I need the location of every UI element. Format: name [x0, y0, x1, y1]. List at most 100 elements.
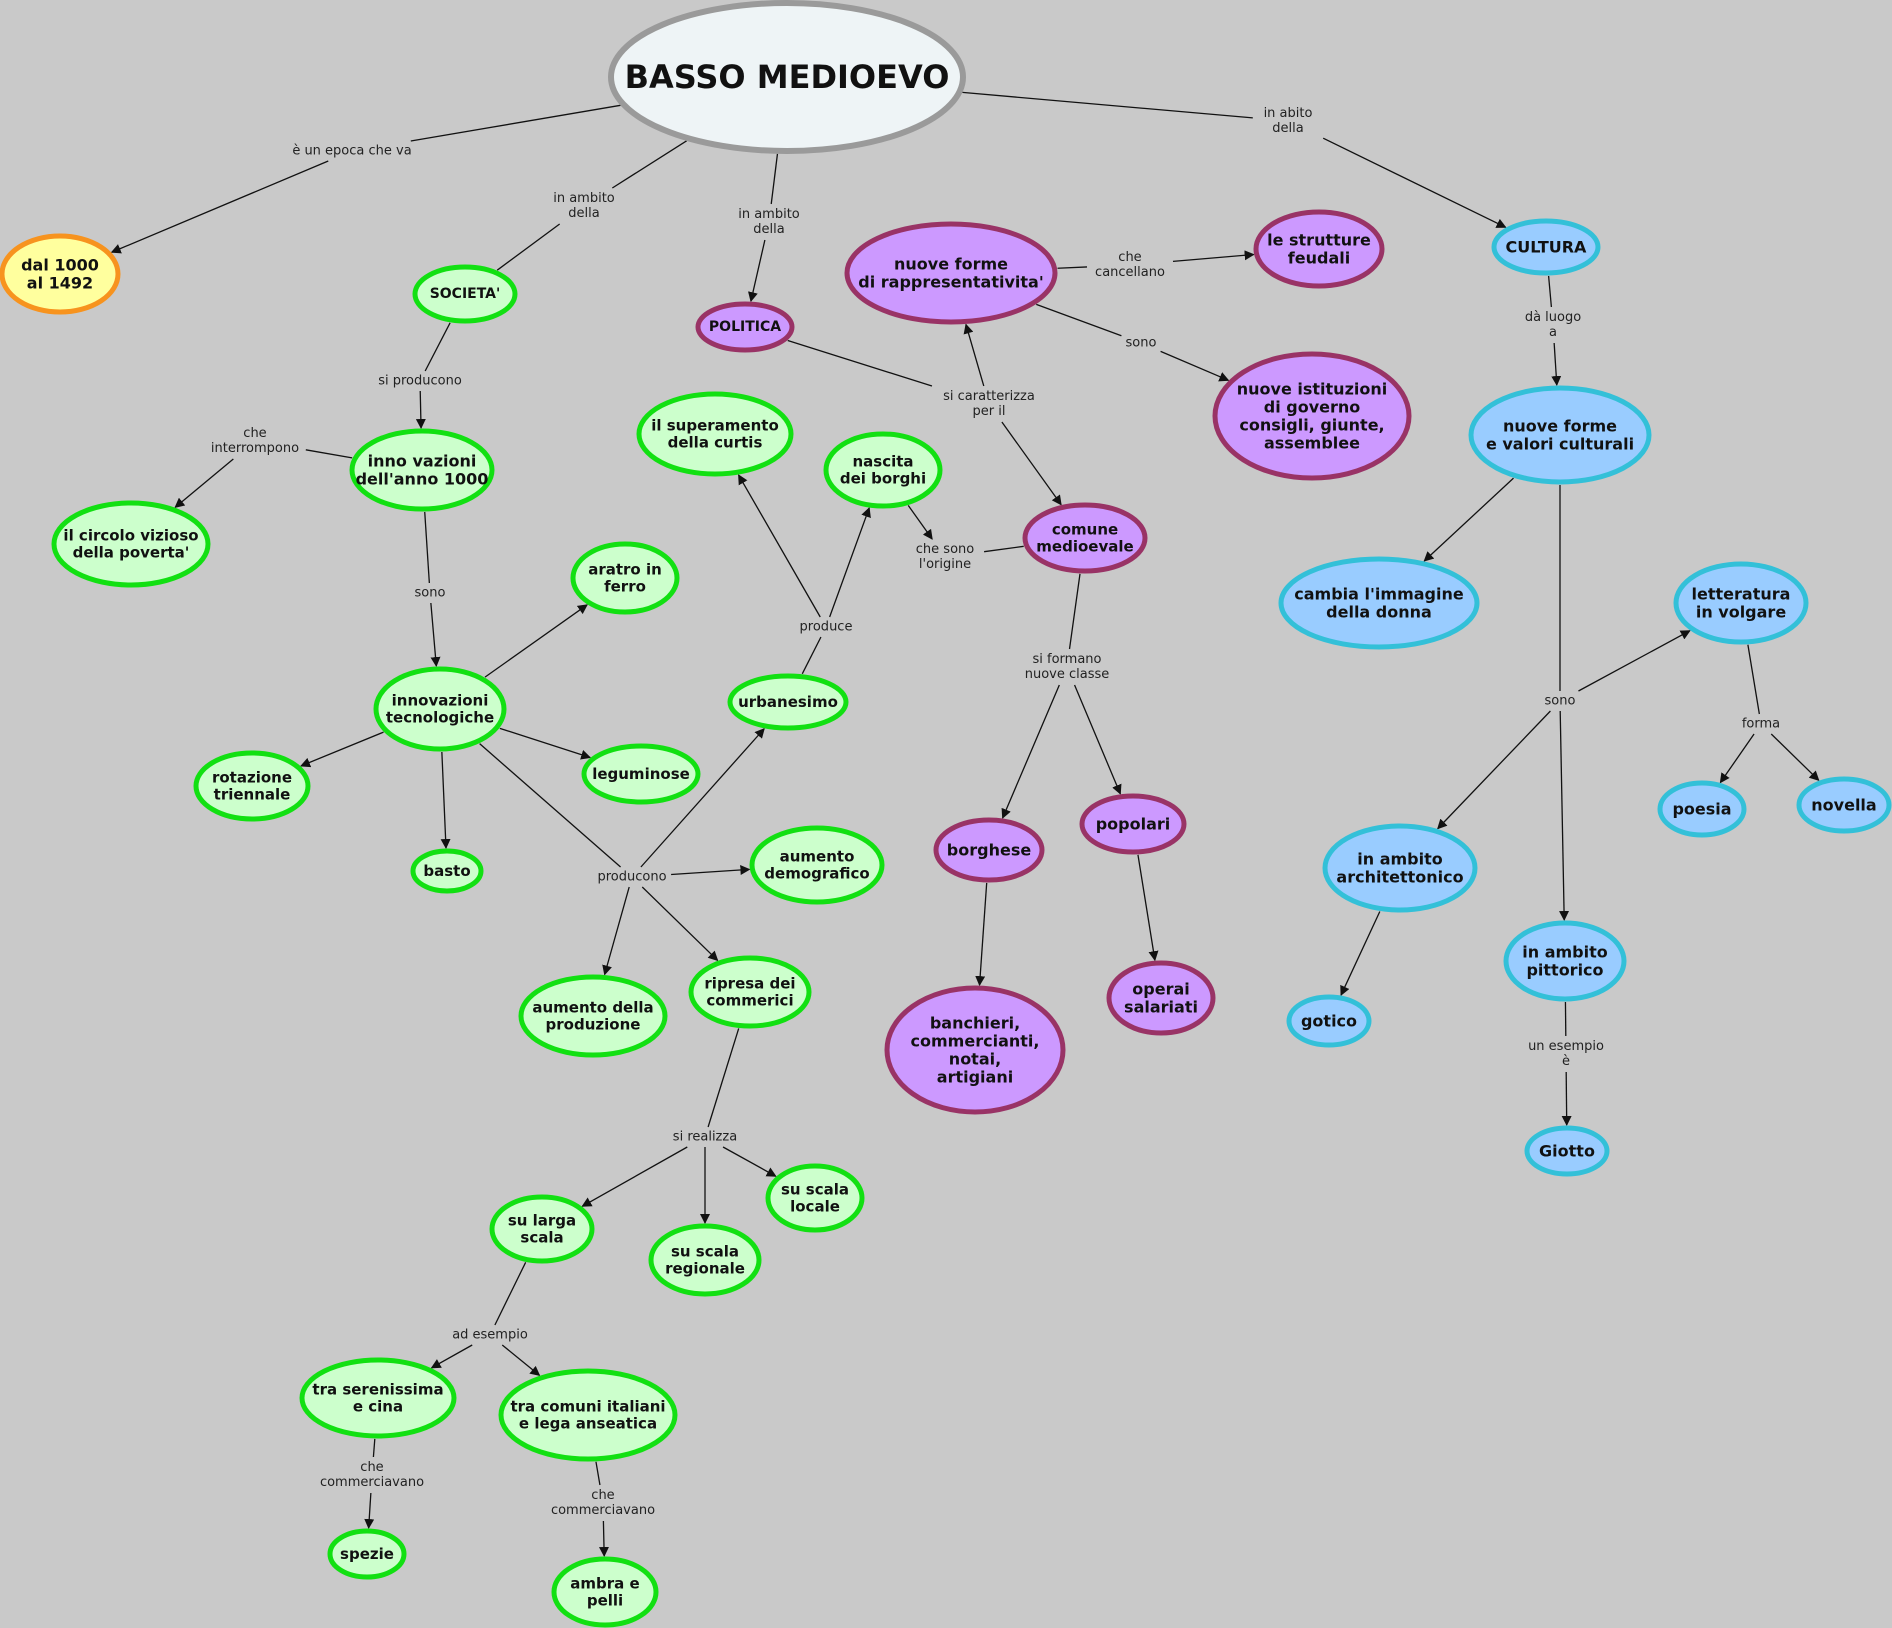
concept-bubble — [1278, 556, 1480, 650]
connector-innovazioni-1000-to-sono-tec — [424, 511, 430, 584]
concept-bubble — [1491, 218, 1601, 276]
connector-serenissima-to-commerciavano-1 — [372, 1438, 376, 1458]
connector-nuove-forme-valori-to-cambia-immagine — [1423, 477, 1514, 562]
concept-borghese[interactable]: borghese — [933, 817, 1045, 883]
concept-bubble — [410, 848, 484, 894]
connector-comuni-italiani-to-commerciavano-2 — [595, 1461, 601, 1486]
concept-root[interactable]: BASSO MEDIOEVO — [608, 0, 966, 154]
concept-basto[interactable]: basto — [410, 848, 484, 894]
link-label: sono — [1545, 694, 1576, 709]
link-label: commerciavano — [551, 1503, 655, 1518]
link-label: che — [591, 1488, 614, 1503]
connector-sono-cultura-to-architettonico — [1437, 710, 1551, 830]
concept-cultura[interactable]: CULTURA — [1491, 218, 1601, 276]
concept-bubble — [1079, 793, 1187, 855]
link-sono-istituzioni: sono — [1126, 336, 1157, 351]
concept-gotico[interactable]: gotico — [1286, 994, 1372, 1048]
link-label: cancellano — [1095, 265, 1165, 280]
connector-si-formano-to-popolari — [1073, 684, 1122, 795]
concept-bubble — [373, 666, 507, 752]
concept-bubble — [1022, 502, 1148, 574]
concept-label: BASSO MEDIOEVO — [625, 58, 950, 96]
connector-si-caratterizza-to-comune — [1001, 421, 1062, 506]
connector-architettonico-to-gotico — [1340, 911, 1381, 996]
concept-bubble — [1468, 385, 1652, 485]
concept-novella[interactable]: novella — [1796, 776, 1892, 834]
connector-forma-to-poesia — [1719, 733, 1755, 784]
connector-sono-cultura-to-letteratura — [1578, 630, 1691, 692]
connector-innovazioni-tec-to-aratro — [484, 604, 588, 678]
concept-banchieri[interactable]: banchieri,commercianti,notai,artigiani — [884, 985, 1066, 1115]
connector-si-formano-to-borghese — [1001, 684, 1060, 819]
concept-poesia[interactable]: poesia — [1657, 780, 1747, 838]
concept-bubble — [1657, 780, 1747, 838]
concept-societa[interactable]: SOCIETA' — [412, 264, 518, 324]
concept-spezie[interactable]: spezie — [327, 1528, 407, 1580]
connector-politica-to-si-caratterizza — [787, 339, 933, 387]
connector-si-producono-to-innovazioni-1000 — [415, 390, 426, 430]
concept-label: poesia — [1672, 800, 1731, 819]
connector-cultura-to-da-luogo — [1547, 275, 1553, 308]
link-label: della — [1272, 121, 1303, 136]
concept-label: su larga — [508, 1212, 576, 1230]
link-label: si caratterizza — [943, 389, 1035, 404]
connector-societa-to-si-producono — [424, 322, 451, 372]
concept-label: ripresa dei — [704, 975, 795, 993]
concept-popolari[interactable]: popolari — [1079, 793, 1187, 855]
concept-bubble — [581, 743, 701, 805]
concept-label: comune — [1052, 521, 1118, 539]
concept-label: urbanesimo — [738, 693, 838, 711]
concept-giotto[interactable]: Giotto — [1524, 1125, 1610, 1177]
concept-label: produzione — [546, 1015, 641, 1033]
concept-label: regionale — [665, 1259, 745, 1277]
connector-innovazioni-1000-to-che-interrompono — [305, 449, 353, 459]
concept-bubble — [695, 301, 795, 353]
concept-label: commerici — [706, 991, 793, 1009]
concept-label: cambia l'immagine — [1294, 585, 1464, 604]
connector-ambito-politica-to-politica — [748, 239, 766, 303]
concept-politica[interactable]: POLITICA — [695, 301, 795, 353]
concept-bubble — [1503, 920, 1627, 1002]
concept-label: leguminose — [592, 765, 690, 783]
concept-bubble — [498, 1368, 678, 1462]
concept-urbanesimo[interactable]: urbanesimo — [727, 673, 849, 731]
concept-label: tra comuni italiani — [510, 1398, 665, 1416]
link-label: che — [243, 426, 266, 441]
concept-leguminose[interactable]: leguminose — [581, 743, 701, 805]
connector-innovazioni-tec-to-producono — [479, 743, 621, 868]
